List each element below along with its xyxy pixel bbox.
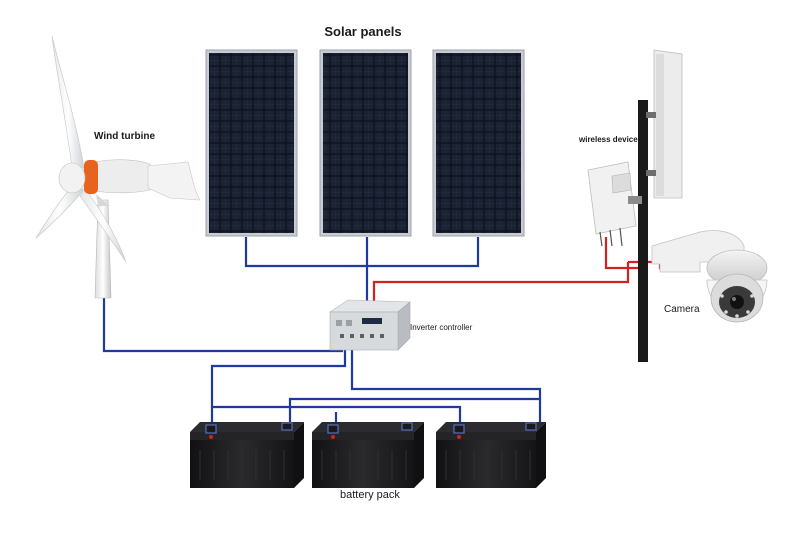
camera-icon — [651, 230, 768, 323]
battery-icon — [312, 422, 424, 488]
inverter-controller-label: Inverter controller — [410, 323, 473, 332]
battery-pack-label: battery pack — [340, 489, 400, 501]
camera-label: Camera — [664, 304, 700, 315]
wind-turbine-icon — [35, 35, 201, 299]
wireless-devices-label: wireless devices — [579, 135, 643, 144]
solar-panel-icon — [319, 49, 412, 237]
solar-panel-icon — [432, 49, 525, 237]
wind-turbine-label: Wind turbine — [94, 131, 156, 142]
blue-wiring — [102, 237, 542, 428]
antenna-icon — [638, 49, 683, 362]
solar-panel-icon — [205, 49, 298, 237]
inverter-icon — [329, 299, 411, 351]
battery-icon — [436, 422, 546, 488]
wireless-device-icon — [587, 161, 642, 247]
solar-panels-label: Solar panels — [324, 24, 402, 39]
red-wiring — [372, 237, 700, 303]
battery-icon — [190, 422, 304, 488]
